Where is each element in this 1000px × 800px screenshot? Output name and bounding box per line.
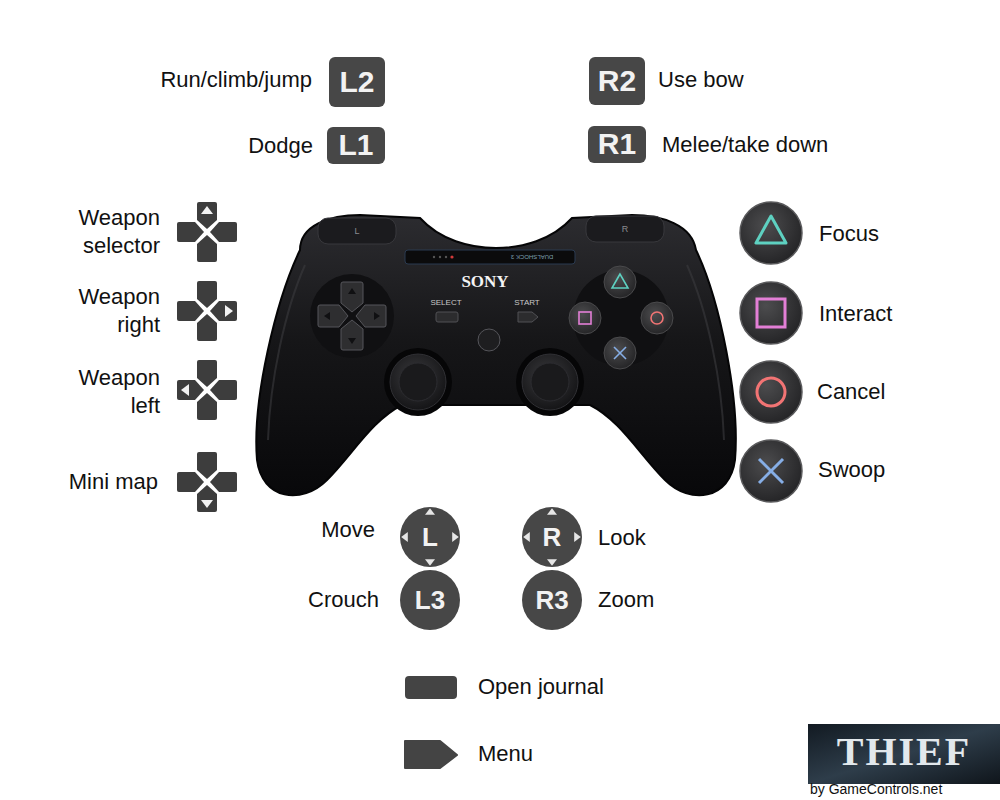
button-label: Dodge <box>248 133 313 159</box>
button-letter: R2 <box>598 66 636 96</box>
select-icon <box>405 676 457 699</box>
badge-circle <box>522 507 582 567</box>
bumper-badge: L1 <box>327 127 385 164</box>
button-letter: R3 <box>535 587 568 613</box>
model-mark: DUALSHOCK 3 <box>511 253 553 260</box>
direction-arrow <box>425 508 435 515</box>
start-icon <box>405 741 457 768</box>
bumper-badge: R1 <box>588 126 646 163</box>
badge-circle <box>400 570 460 630</box>
button-label: Open journal <box>478 674 604 700</box>
button-label: Move <box>321 517 375 543</box>
stick-badge: L <box>399 506 461 568</box>
button-letter: L2 <box>339 67 374 97</box>
shoulder-mark: L <box>354 226 359 237</box>
button-letter: L1 <box>338 130 373 160</box>
logo-image <box>808 724 1000 784</box>
dpad-icon <box>177 202 237 512</box>
badge-circle <box>400 507 460 567</box>
button-label: Weapon right <box>60 283 160 339</box>
credit-text: by GameControls.net <box>810 781 942 798</box>
button-letter: L3 <box>415 587 445 613</box>
button-label: Focus <box>819 221 879 247</box>
button-label: Menu <box>478 741 533 767</box>
controller-body <box>256 215 735 495</box>
button-label: Swoop <box>818 457 885 483</box>
button-mark: START <box>514 298 539 308</box>
stick-click-badge: L3 <box>399 569 461 631</box>
direction-arrow <box>523 532 530 542</box>
badge-circle <box>522 570 582 630</box>
button-mark: SELECT <box>430 298 461 308</box>
direction-arrow <box>547 508 557 515</box>
shoulder-mark: R <box>622 224 629 235</box>
logo-text: THIEF <box>837 728 971 776</box>
button-label: Weapon selector <box>60 204 160 260</box>
face-button-icon <box>740 202 802 502</box>
stick-badge: R <box>521 506 583 568</box>
brand-mark: SONY <box>461 272 508 292</box>
button-letter: R <box>543 524 562 550</box>
button-letter: L <box>422 524 438 550</box>
trigger-badge: R2 <box>589 57 645 105</box>
stick-click-badge: R3 <box>521 569 583 631</box>
direction-arrow <box>574 532 581 542</box>
trigger-badge: L2 <box>329 57 385 107</box>
direction-arrow <box>401 532 408 542</box>
direction-arrow <box>547 559 557 566</box>
button-label: Mini map <box>69 469 158 495</box>
direction-arrow <box>452 532 459 542</box>
button-label: Use bow <box>658 67 744 93</box>
button-label: Crouch <box>308 587 379 613</box>
button-label: Run/climb/jump <box>160 67 312 93</box>
button-label: Interact <box>819 301 892 327</box>
button-label: Melee/take down <box>662 132 828 158</box>
button-label: Look <box>598 525 646 551</box>
button-label: Cancel <box>817 379 885 405</box>
button-letter: R1 <box>598 129 636 159</box>
button-label: Weapon left <box>60 364 160 420</box>
direction-arrow <box>425 559 435 566</box>
button-label: Zoom <box>598 587 654 613</box>
